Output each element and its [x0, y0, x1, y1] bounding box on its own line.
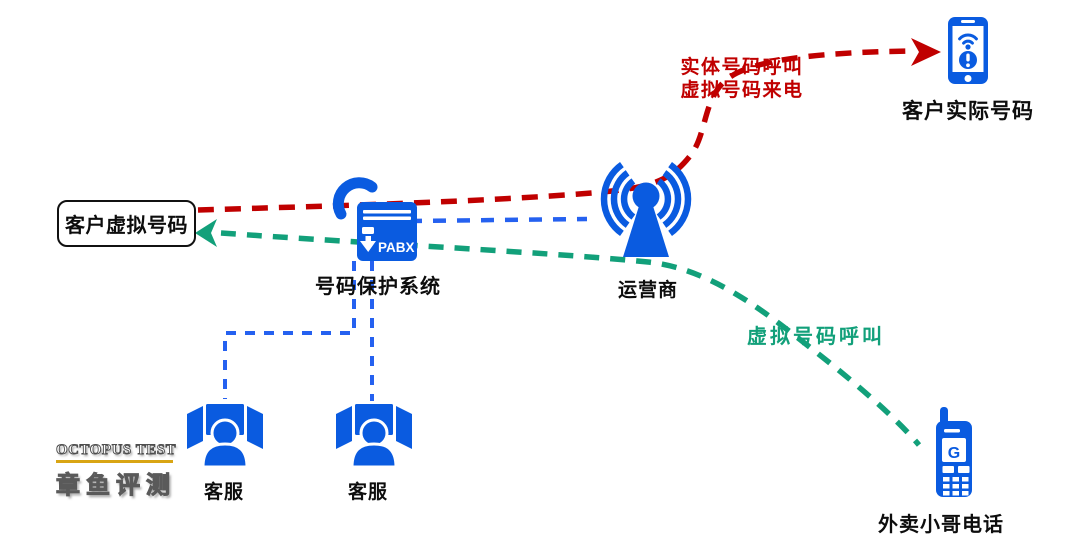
customer-smartphone-icon [948, 17, 988, 84]
courier-cellphone-icon: G [936, 407, 972, 497]
wifi-icon [958, 33, 978, 45]
customer-phone-label: 客户实际号码 [902, 100, 1034, 123]
watermark: OCTOPUS TEST 章鱼评测 [56, 442, 178, 500]
virtual-number-box: 客户虚拟号码 [57, 200, 196, 247]
watermark-underline [56, 460, 173, 463]
agent-left-icon [187, 404, 263, 469]
pabx-agent-left-link-line [223, 261, 356, 399]
real-call-flow-label-line2: 虚拟号码来电 [680, 80, 804, 101]
agent-right-label: 客服 [347, 482, 389, 503]
real-call-arrowhead-icon [911, 38, 941, 66]
pabx-badge-text: PABX [378, 240, 415, 255]
courier-phone-label: 外卖小哥电话 [878, 514, 1004, 536]
phone-handset-icon [332, 177, 378, 220]
virtual-number-label: 客户虚拟号码 [65, 215, 188, 237]
watermark-subtitle: 章鱼评测 [56, 472, 176, 500]
virtual-call-flow-label: 虚拟号码呼叫 [747, 326, 885, 348]
pabx-carrier-link-line [408, 216, 588, 224]
pabx-icon: PABX [332, 177, 417, 261]
real-call-flow-label: 实体号码呼叫 虚拟号码来电 [680, 56, 803, 102]
exclamation-badge-icon [959, 51, 977, 69]
carrier-label: 运营商 [617, 280, 679, 301]
virtual-call-arrowhead-icon [195, 219, 217, 247]
agent-right-icon [336, 404, 412, 469]
watermark-title: OCTOPUS TEST [56, 442, 177, 459]
virtual-call-flow-line [220, 230, 922, 447]
carrier-antenna-icon [600, 161, 692, 257]
flow-lines [195, 38, 941, 447]
cellphone-keypad [942, 466, 970, 496]
real-call-flow-line [197, 48, 915, 213]
pabx-label: 号码保护系统 [315, 276, 441, 298]
agent-left-label: 客服 [203, 482, 245, 503]
real-call-flow-label-line1: 实体号码呼叫 [680, 57, 804, 78]
cellphone-screen-glyph: G [948, 445, 960, 462]
